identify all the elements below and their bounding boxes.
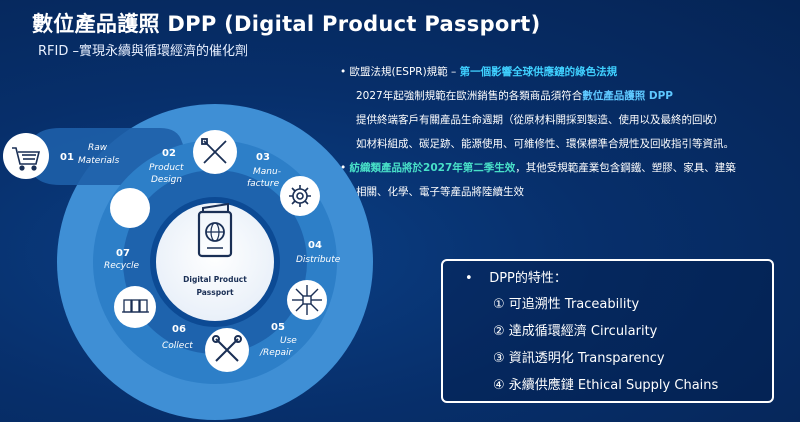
trait-item: ④ 永續供應鏈 Ethical Supply Chains — [493, 378, 719, 393]
bullet-espr-highlight: 第一個影響全球供應鏈的綠色法規 — [459, 66, 618, 78]
svg-text:04: 04 — [308, 240, 322, 251]
raw-materials-icon-bg — [3, 133, 49, 179]
tools-icon — [212, 335, 242, 362]
step-01-label: 01 Raw Materials — [60, 143, 120, 166]
svg-text:facture: facture — [247, 179, 280, 189]
trait-item: ① 可追溯性 Traceability — [493, 297, 640, 312]
svg-text:Raw: Raw — [88, 143, 108, 153]
gear-icon — [289, 185, 311, 207]
bullet-espr-line3: 提供終端客戶有關產品生命週期（從原材料開採到製造、使用以及最終的回收） — [356, 114, 724, 126]
bullet-textile: • 紡織類產品將於2027年第二季生效，其他受規範產業包含鋼鐵、塑膠、家具、建築 — [340, 156, 790, 180]
svg-text:Product: Product — [149, 163, 184, 173]
svg-text:07: 07 — [116, 248, 130, 259]
info-bullets: • 歐盟法規(ESPR)規範 – 第一個影響全球供應鏈的綠色法規 2027年起強… — [340, 60, 790, 204]
step-06-label: 06 Collect — [162, 324, 193, 351]
svg-text:/Repair: /Repair — [259, 348, 294, 358]
svg-text:Materials: Materials — [78, 156, 120, 166]
center-circle — [150, 197, 280, 327]
svg-text:06: 06 — [172, 324, 186, 335]
traits-heading-text: DPP的特性： — [489, 271, 567, 286]
step-07-label: 07 Recycle — [104, 248, 140, 271]
svg-text:02: 02 — [162, 148, 176, 159]
step-04-label: 04 Distribute — [296, 240, 341, 265]
bullet-dot: • — [340, 66, 347, 78]
bullet-espr-line2-text: 2027年起強制規範在歐洲銷售的各類商品須符合 — [356, 90, 583, 102]
bullet-espr-prefix: 歐盟法規(ESPR)規範 – — [349, 66, 460, 78]
bullet-dot: • — [465, 271, 473, 286]
bullet-dot: • — [340, 162, 347, 174]
bullet-espr-line4: 如材料組成、碳足跡、能源使用、可維修性、環保標準合規性及回收指引等資訊。 — [356, 138, 734, 150]
bullet-espr-line2-highlight: 數位產品護照 DPP — [582, 90, 673, 102]
svg-text:Design: Design — [151, 175, 182, 185]
step-02-label: 02 Product Design — [149, 148, 184, 185]
pencil-ruler-icon — [201, 138, 227, 164]
svg-text:03: 03 — [256, 152, 270, 163]
recycle-icon — [118, 194, 142, 215]
bullet-espr: • 歐盟法規(ESPR)規範 – 第一個影響全球供應鏈的綠色法規 — [340, 60, 790, 84]
svg-text:05: 05 — [271, 322, 285, 333]
step-03-label: 03 Manu- facture — [247, 152, 281, 189]
bullet-espr-line2: 2027年起強制規範在歐洲銷售的各類商品須符合數位產品護照 DPP — [340, 84, 790, 108]
svg-text:Distribute: Distribute — [296, 255, 341, 265]
svg-text:Collect: Collect — [162, 341, 193, 351]
svg-text:Use: Use — [280, 336, 297, 346]
step-05-label: 05 Use /Repair — [259, 322, 297, 358]
passport-icon — [197, 202, 233, 258]
bullet-textile-rest: ，其他受規範產業包含鋼鐵、塑膠、家具、建築 — [515, 162, 736, 174]
trait-item: ② 達成循環經濟 Circularity — [493, 324, 658, 339]
dpp-traits-box: • DPP的特性： ① 可追溯性 Traceability ② 達成循環經濟 C… — [441, 259, 774, 403]
boxes-icon — [122, 299, 149, 313]
traits-heading: • DPP的特性： — [465, 267, 567, 286]
center-label-line1: Digital Product — [183, 275, 247, 284]
network-icon — [292, 285, 322, 315]
cart-icon — [12, 147, 41, 171]
page-subtitle: RFID –實現永續與循環經濟的催化劑 — [38, 44, 248, 59]
center-label-line2: Passport — [196, 288, 234, 297]
bullet-textile-highlight: 紡織類產品將於2027年第二季生效 — [349, 162, 516, 174]
trait-item: ③ 資訊透明化 Transparency — [493, 351, 665, 366]
svg-text:Recycle: Recycle — [104, 261, 140, 271]
svg-text:Manu-: Manu- — [253, 167, 281, 177]
svg-text:01: 01 — [60, 152, 74, 163]
bullet-textile-line2: 相關、化學、電子等產品將陸續生效 — [356, 186, 524, 198]
page-title: 數位產品護照 DPP (Digital Product Passport) — [32, 12, 541, 36]
